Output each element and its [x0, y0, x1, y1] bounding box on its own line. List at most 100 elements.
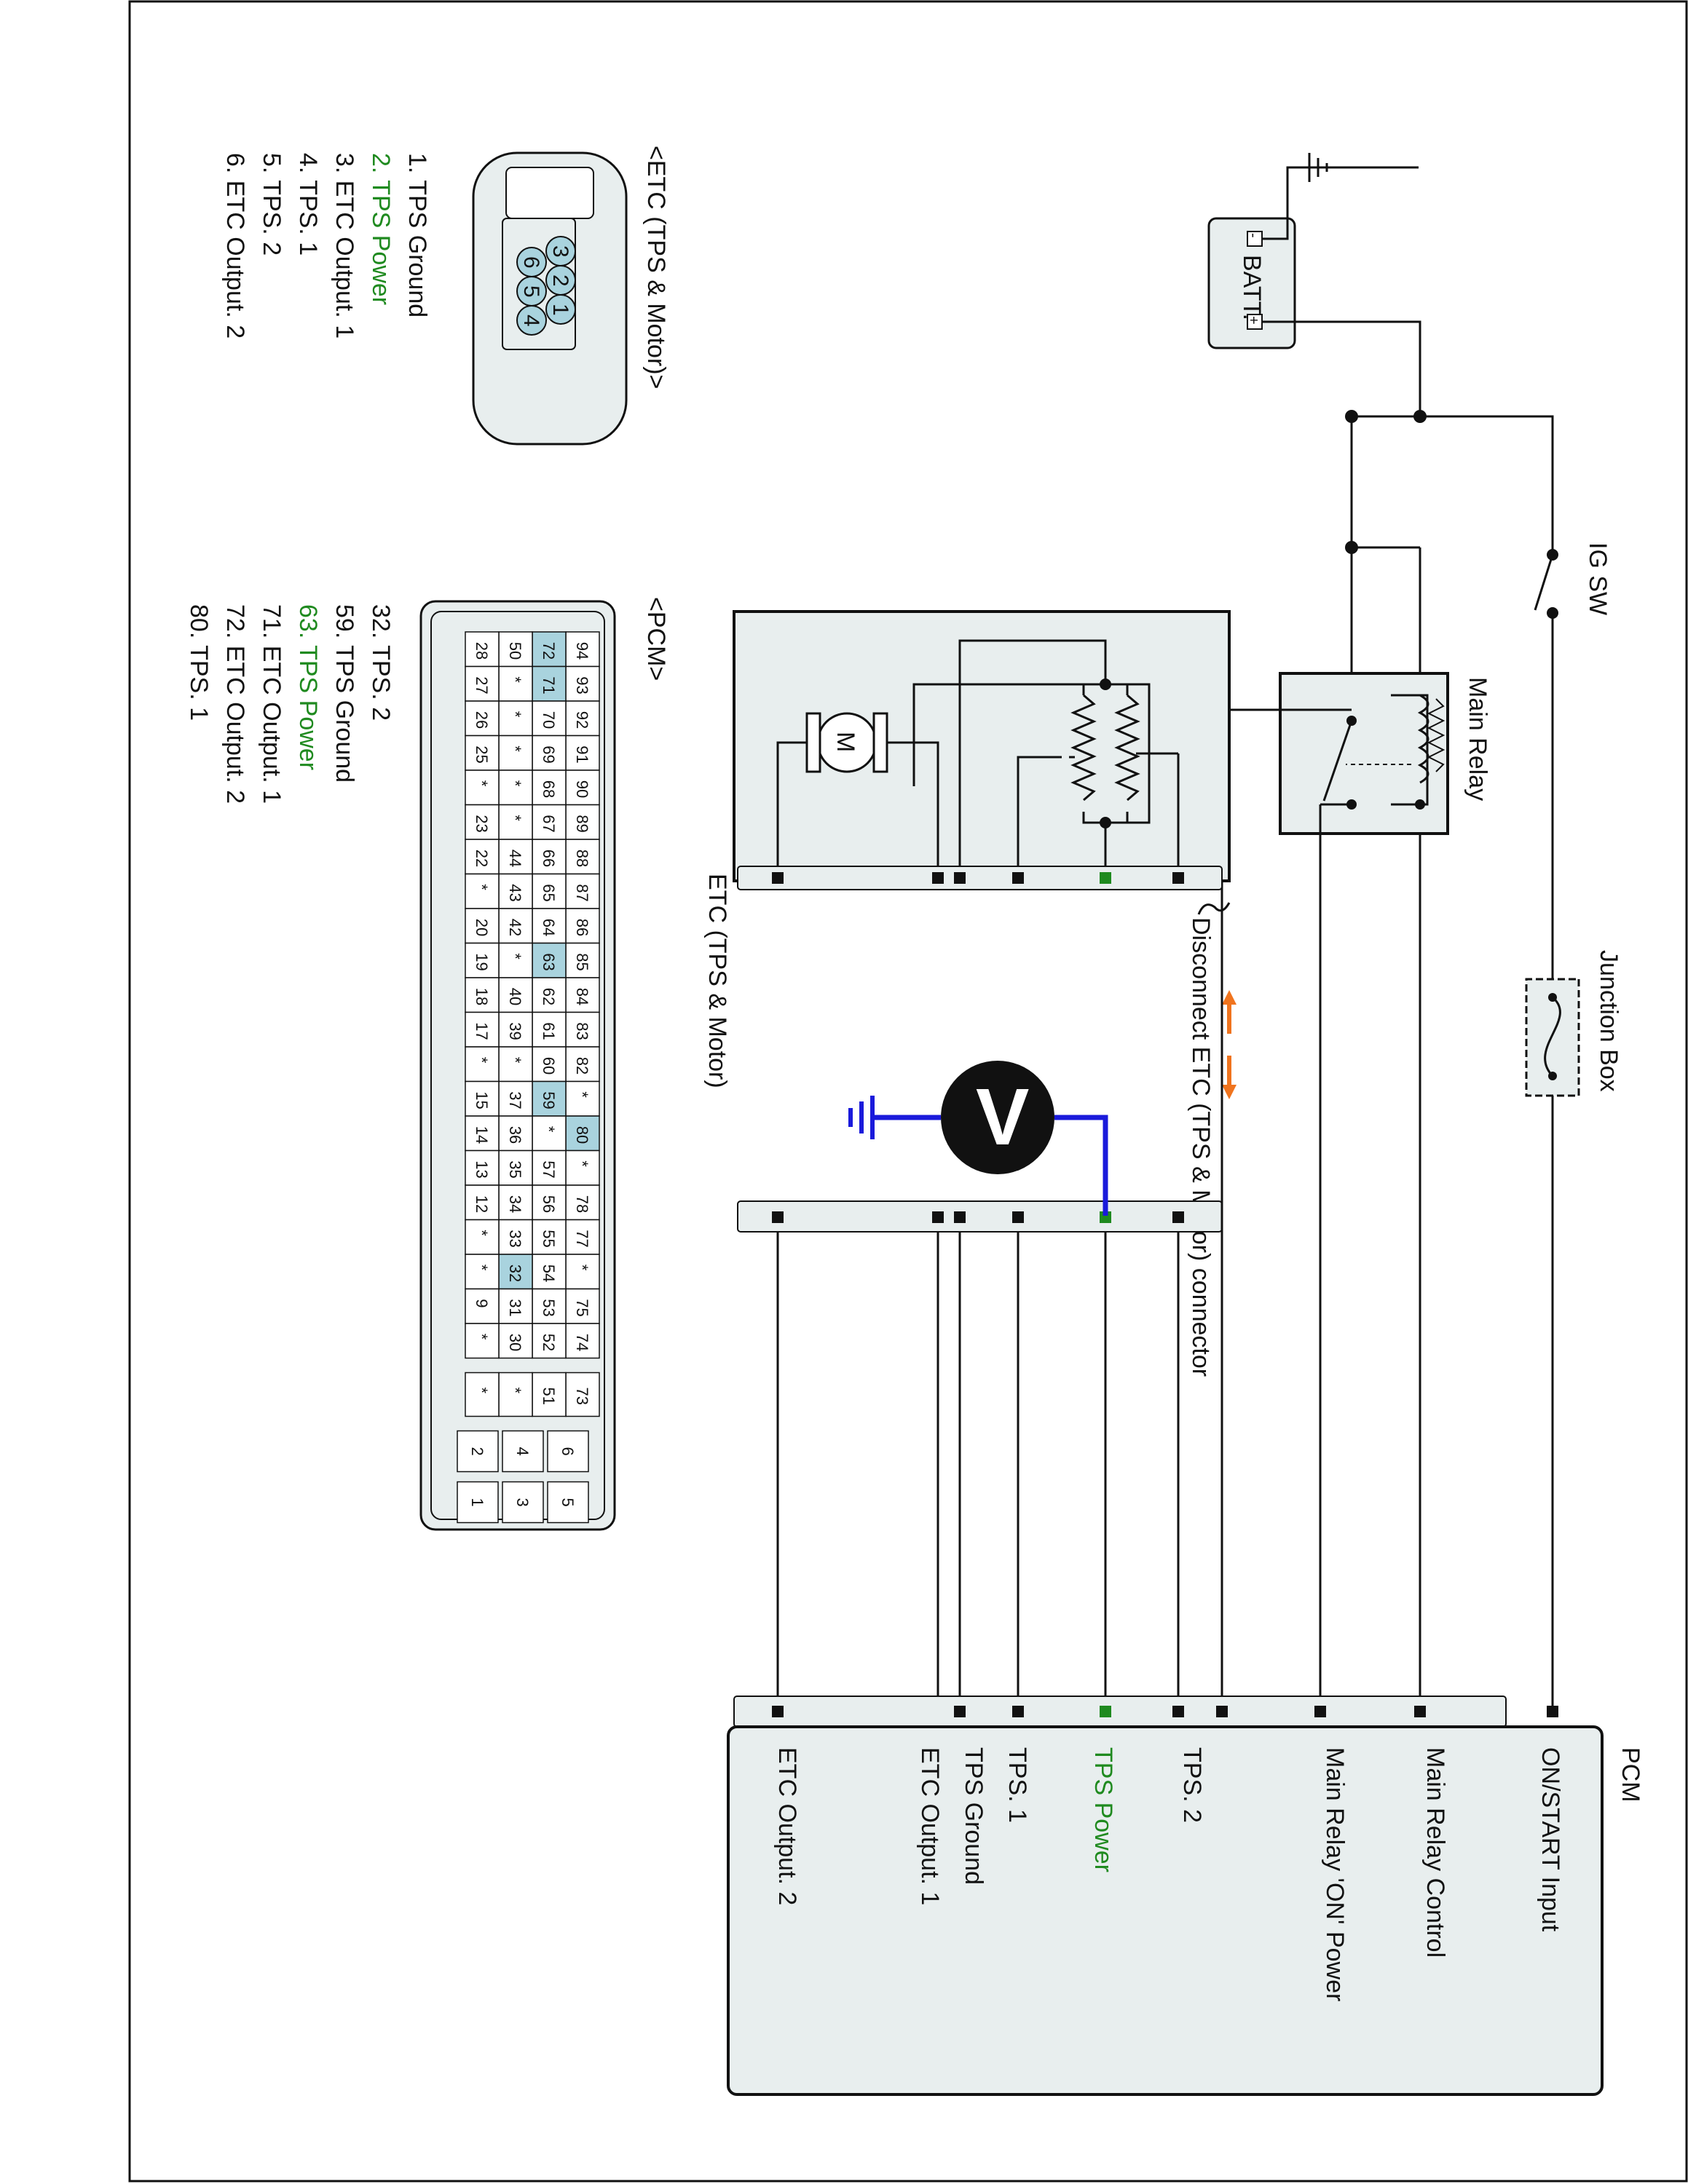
pcm-cell [465, 1115, 500, 1152]
pcm-cell-label: 26 [473, 711, 491, 729]
pcm-cell-label: 52 [540, 1334, 558, 1351]
pcm-cell-label: 88 [573, 850, 591, 867]
pcm-cell [465, 873, 500, 909]
pcm-cell [565, 1011, 600, 1048]
pcm-cell [465, 908, 500, 944]
pcm-cell [498, 1219, 533, 1255]
pcm-cell-label: 61 [540, 1022, 558, 1040]
pcm-cell-label: * [473, 884, 491, 890]
pcm-cell [465, 769, 500, 806]
pcm-small-pin [457, 1430, 499, 1473]
pcm-cell-label: 62 [540, 988, 558, 1005]
pcm-cell-label: 80 [573, 1126, 591, 1144]
pcm-extra-cell [565, 1372, 600, 1417]
pcm-cell-label: 64 [540, 919, 558, 936]
etc-pin-3 [545, 236, 576, 266]
ig-sw-label: IG SW [1584, 542, 1612, 615]
pcm-cell-label: 20 [473, 919, 491, 936]
pcm-cell [532, 735, 567, 771]
pcm-box: PCM [727, 1696, 1644, 2096]
disconnect-note: Disconnect ETC (TPS & Motor) connector [1187, 917, 1215, 1377]
pcm-pin-labels: ON/START Input Main Relay Control Main R… [773, 1747, 1564, 2001]
pcm-cell [465, 1184, 500, 1221]
pcm-cell-label: 25 [473, 745, 491, 763]
pcm-cell-label: 32 [506, 1265, 524, 1282]
pcm-cell-label: * [473, 780, 491, 787]
pcm-cell [498, 700, 533, 737]
pcm-cell-label: 77 [573, 1230, 591, 1247]
pcm-extra-cell [498, 1372, 533, 1417]
pcm-small-pin [457, 1481, 499, 1524]
pcm-cell-label: 73 [573, 1388, 591, 1405]
etc-pin-label: 6 [519, 256, 543, 269]
pcm-cell-label: * [573, 1160, 591, 1167]
pcm-cell [565, 1288, 600, 1324]
pcm-cell-label: * [473, 1057, 491, 1064]
pcm-cell [532, 700, 567, 737]
pcm-connector-grid: 94939291908988878685848382*80*7877*75747… [419, 600, 616, 1531]
pcm-cell [498, 1011, 533, 1048]
pcm-cell-label: * [506, 1388, 524, 1394]
pcm-cell [498, 839, 533, 875]
pcm-cell-label: 33 [506, 1230, 524, 1247]
etc-legend-1: 1. TPS Ground [403, 153, 431, 317]
pcm-cell-label: 67 [540, 815, 558, 832]
pcm-pin-tps-power: TPS Power [1089, 1747, 1117, 1872]
pcm-cell-label: 37 [506, 1091, 524, 1109]
pcm-pin-main-relay-control: Main Relay Control [1421, 1747, 1449, 1958]
pcm-cell [532, 942, 567, 978]
pcm-cell-label: 59 [540, 1091, 558, 1109]
pcm-cell-label: 50 [506, 642, 524, 660]
pcm-cell [498, 1046, 533, 1083]
pcm-cell-label: * [573, 1091, 591, 1098]
pcm-small-pin [547, 1481, 589, 1524]
etc-pin-label: 4 [519, 314, 543, 327]
pcm-cell-label: 60 [540, 1057, 558, 1075]
circuit-group: BATT. - + IG SW [703, 153, 1644, 2096]
etc-box: ETC (TPS & Motor) M [703, 610, 1231, 1088]
pcm-legend-72: 72. ETC Output. 2 [221, 604, 249, 804]
pcm-cell-label: 51 [540, 1388, 558, 1405]
pcm-cell-label: 63 [540, 953, 558, 970]
pcm-cell [532, 1046, 567, 1083]
pcm-cell [532, 1115, 567, 1152]
etc-box-label: ETC (TPS & Motor) [703, 874, 731, 1088]
pcm-pin-main-relay-on: Main Relay 'ON' Power [1321, 1747, 1349, 2001]
pcm-cell [565, 1323, 600, 1359]
pcm-cell-label: 36 [506, 1126, 524, 1144]
pcm-connector-title: <PCM> [642, 597, 670, 681]
etc-pin-label: 3 [548, 245, 572, 258]
pcm-small-pin [547, 1430, 589, 1473]
pcm-cell-label: * [506, 745, 524, 752]
pcm-cell-label: * [473, 1334, 491, 1340]
pcm-connector-legend: 32. TPS. 2 59. TPS Ground 63. TPS Power … [185, 604, 395, 804]
pcm-cell [565, 804, 600, 840]
pcm-connector-view: <PCM> [642, 597, 670, 681]
pcm-cell [465, 700, 500, 737]
etc-legend-2: 2. TPS Power [367, 153, 395, 305]
pcm-cell-label: 6 [559, 1447, 577, 1456]
junction-box: Junction Box [1525, 950, 1622, 1097]
pcm-cell-label: 13 [473, 1160, 491, 1178]
pcm-cell [465, 1219, 500, 1255]
pcm-cell-label: 83 [573, 1022, 591, 1040]
battery-label: BATT. [1238, 255, 1266, 320]
pcm-legend-63: 63. TPS Power [294, 604, 322, 770]
junction-box-label: Junction Box [1595, 950, 1622, 1092]
pcm-cell-label: 68 [540, 780, 558, 798]
main-relay: Main Relay [1279, 672, 1491, 835]
pcm-cell-label: 42 [506, 919, 524, 936]
pcm-cell-label: 71 [540, 676, 558, 694]
pcm-cell-label: 89 [573, 815, 591, 832]
pcm-cell [532, 977, 567, 1013]
pcm-cell-label: * [506, 1057, 524, 1064]
pcm-cell-label: 5 [559, 1498, 577, 1507]
pcm-cell-label: * [506, 676, 524, 683]
pcm-cell-label: 34 [506, 1195, 524, 1213]
pcm-cell-label: 1 [468, 1498, 486, 1507]
pcm-cell-label: 40 [506, 988, 524, 1005]
pcm-cell [565, 769, 600, 806]
etc-legend-6: 6. ETC Output. 2 [221, 153, 249, 339]
